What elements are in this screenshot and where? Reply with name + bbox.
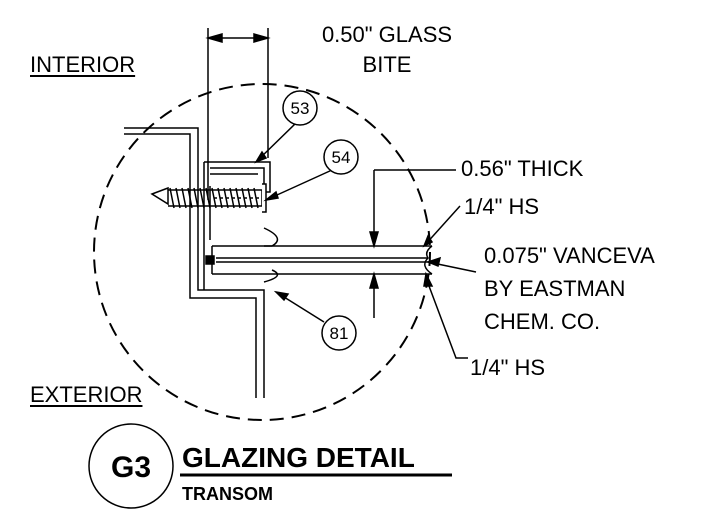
interior-label: INTERIOR bbox=[30, 52, 136, 77]
detail-subtitle: TRANSOM bbox=[182, 484, 273, 504]
exterior-label: EXTERIOR bbox=[30, 382, 143, 407]
detail-title: GLAZING DETAIL bbox=[182, 442, 415, 473]
callout-81: 81 bbox=[321, 315, 357, 351]
hs-top-label: 1/4" HS bbox=[464, 194, 540, 219]
detail-boundary-circle bbox=[93, 83, 431, 421]
callout-53-label: 53 bbox=[291, 99, 310, 118]
vanceva-label-line1: 0.075" VANCEVA bbox=[484, 243, 655, 268]
title-block: G3 bbox=[88, 423, 452, 509]
callout-81-label: 81 bbox=[330, 324, 349, 343]
hs-bottom-label: 1/4" HS bbox=[470, 355, 546, 380]
vanceva-label-line2: BY EASTMAN bbox=[484, 276, 626, 301]
glass-bite-label-line2: BITE bbox=[362, 52, 412, 77]
callout-53: 53 bbox=[282, 90, 318, 126]
glass-bite-label-line1: 0.50" GLASS bbox=[321, 22, 453, 47]
glass-bite-dimension bbox=[205, 28, 271, 200]
callout-54-label: 54 bbox=[332, 148, 351, 167]
thickness-dimension bbox=[369, 169, 456, 318]
screw bbox=[150, 183, 267, 213]
glazing-bead bbox=[203, 161, 271, 290]
frame-profile bbox=[124, 127, 265, 398]
vanceva-label-line3: CHEM. CO. bbox=[484, 309, 601, 334]
thickness-label: 0.56" THICK bbox=[461, 156, 584, 181]
leader-lines bbox=[254, 122, 477, 359]
callout-54: 54 bbox=[323, 139, 359, 175]
laminated-glass bbox=[205, 245, 433, 275]
detail-id-label: G3 bbox=[111, 451, 151, 484]
